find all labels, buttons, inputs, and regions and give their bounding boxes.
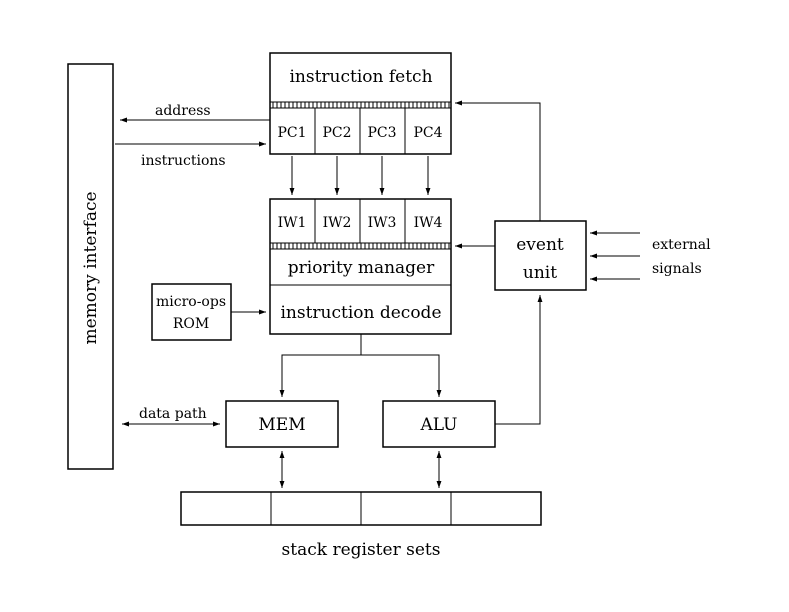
decode-port-hatch bbox=[271, 243, 450, 249]
pc3-label: PC3 bbox=[367, 125, 396, 141]
iw2-label: IW2 bbox=[323, 215, 352, 231]
event-label: event bbox=[516, 235, 564, 255]
mem-unit-block: MEM bbox=[225, 400, 339, 448]
decode-block: IW1 IW2 IW3 IW4 priority manager instruc… bbox=[269, 198, 452, 335]
instruction-decode-label: instruction decode bbox=[280, 303, 441, 323]
unit-label: unit bbox=[523, 263, 557, 283]
fetch-port-hatch bbox=[271, 102, 450, 108]
instructions-label: instructions bbox=[141, 153, 226, 169]
microops-label: micro-ops bbox=[156, 294, 226, 310]
instruction-fetch-title: instruction fetch bbox=[289, 67, 432, 87]
iw3-label: IW3 bbox=[368, 215, 397, 231]
alu-label: ALU bbox=[420, 415, 458, 435]
microops-rom-block: micro-ops ROM bbox=[151, 283, 232, 341]
iw4-label: IW4 bbox=[414, 215, 443, 231]
memory-interface-block: memory interface bbox=[67, 63, 114, 470]
event-to-fetch-arrow bbox=[455, 100, 541, 221]
pc4-label: PC4 bbox=[413, 125, 442, 141]
iw1-label: IW1 bbox=[278, 215, 307, 231]
mem-label: MEM bbox=[258, 415, 305, 435]
instruction-fetch-block: instruction fetch PC1 PC2 PC3 PC4 bbox=[269, 52, 452, 155]
decode-to-mem-arrow bbox=[279, 334, 362, 397]
stack-registers-block: stack register sets bbox=[180, 491, 542, 560]
external-label: external bbox=[652, 237, 711, 253]
pc1-label: PC1 bbox=[277, 125, 306, 141]
rom-label: ROM bbox=[173, 316, 209, 332]
address-label: address bbox=[155, 103, 211, 119]
decode-to-alu-arrow bbox=[361, 354, 442, 397]
signals-label: signals bbox=[652, 261, 702, 277]
memory-interface-label: memory interface bbox=[81, 191, 101, 344]
alu-to-event-arrow bbox=[495, 295, 543, 425]
alu-unit-block: ALU bbox=[382, 400, 496, 448]
pc2-label: PC2 bbox=[322, 125, 351, 141]
event-unit-block: event unit bbox=[494, 220, 587, 291]
priority-manager-label: priority manager bbox=[288, 258, 435, 278]
data-path-label: data path bbox=[139, 406, 207, 422]
stack-register-sets-label: stack register sets bbox=[282, 540, 441, 560]
